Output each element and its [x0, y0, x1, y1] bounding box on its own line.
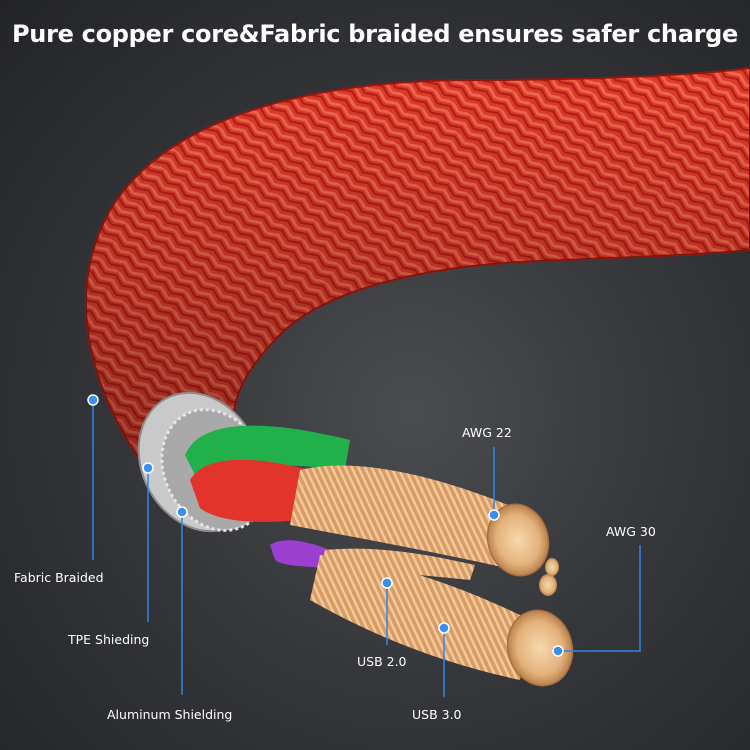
- callout-lines: [92, 400, 641, 697]
- braided-cable-body: [84, 66, 750, 477]
- headline: Pure copper core&Fabric braided ensures …: [12, 20, 738, 48]
- label-tpe-shielding: TPE Shieding: [68, 632, 150, 647]
- callout-awg30: [558, 545, 641, 652]
- inner-cores: [185, 425, 350, 568]
- copper-strands: [290, 465, 574, 687]
- label-usb30: USB 3.0: [412, 707, 462, 722]
- callout-dots: [87, 394, 564, 657]
- label-awg22: AWG 22: [462, 425, 512, 440]
- label-fabric-braided: Fabric Braided: [14, 570, 104, 585]
- label-aluminum-shielding: Aluminum Shielding: [107, 707, 233, 722]
- label-awg30: AWG 30: [606, 524, 656, 539]
- label-usb20: USB 2.0: [357, 654, 407, 669]
